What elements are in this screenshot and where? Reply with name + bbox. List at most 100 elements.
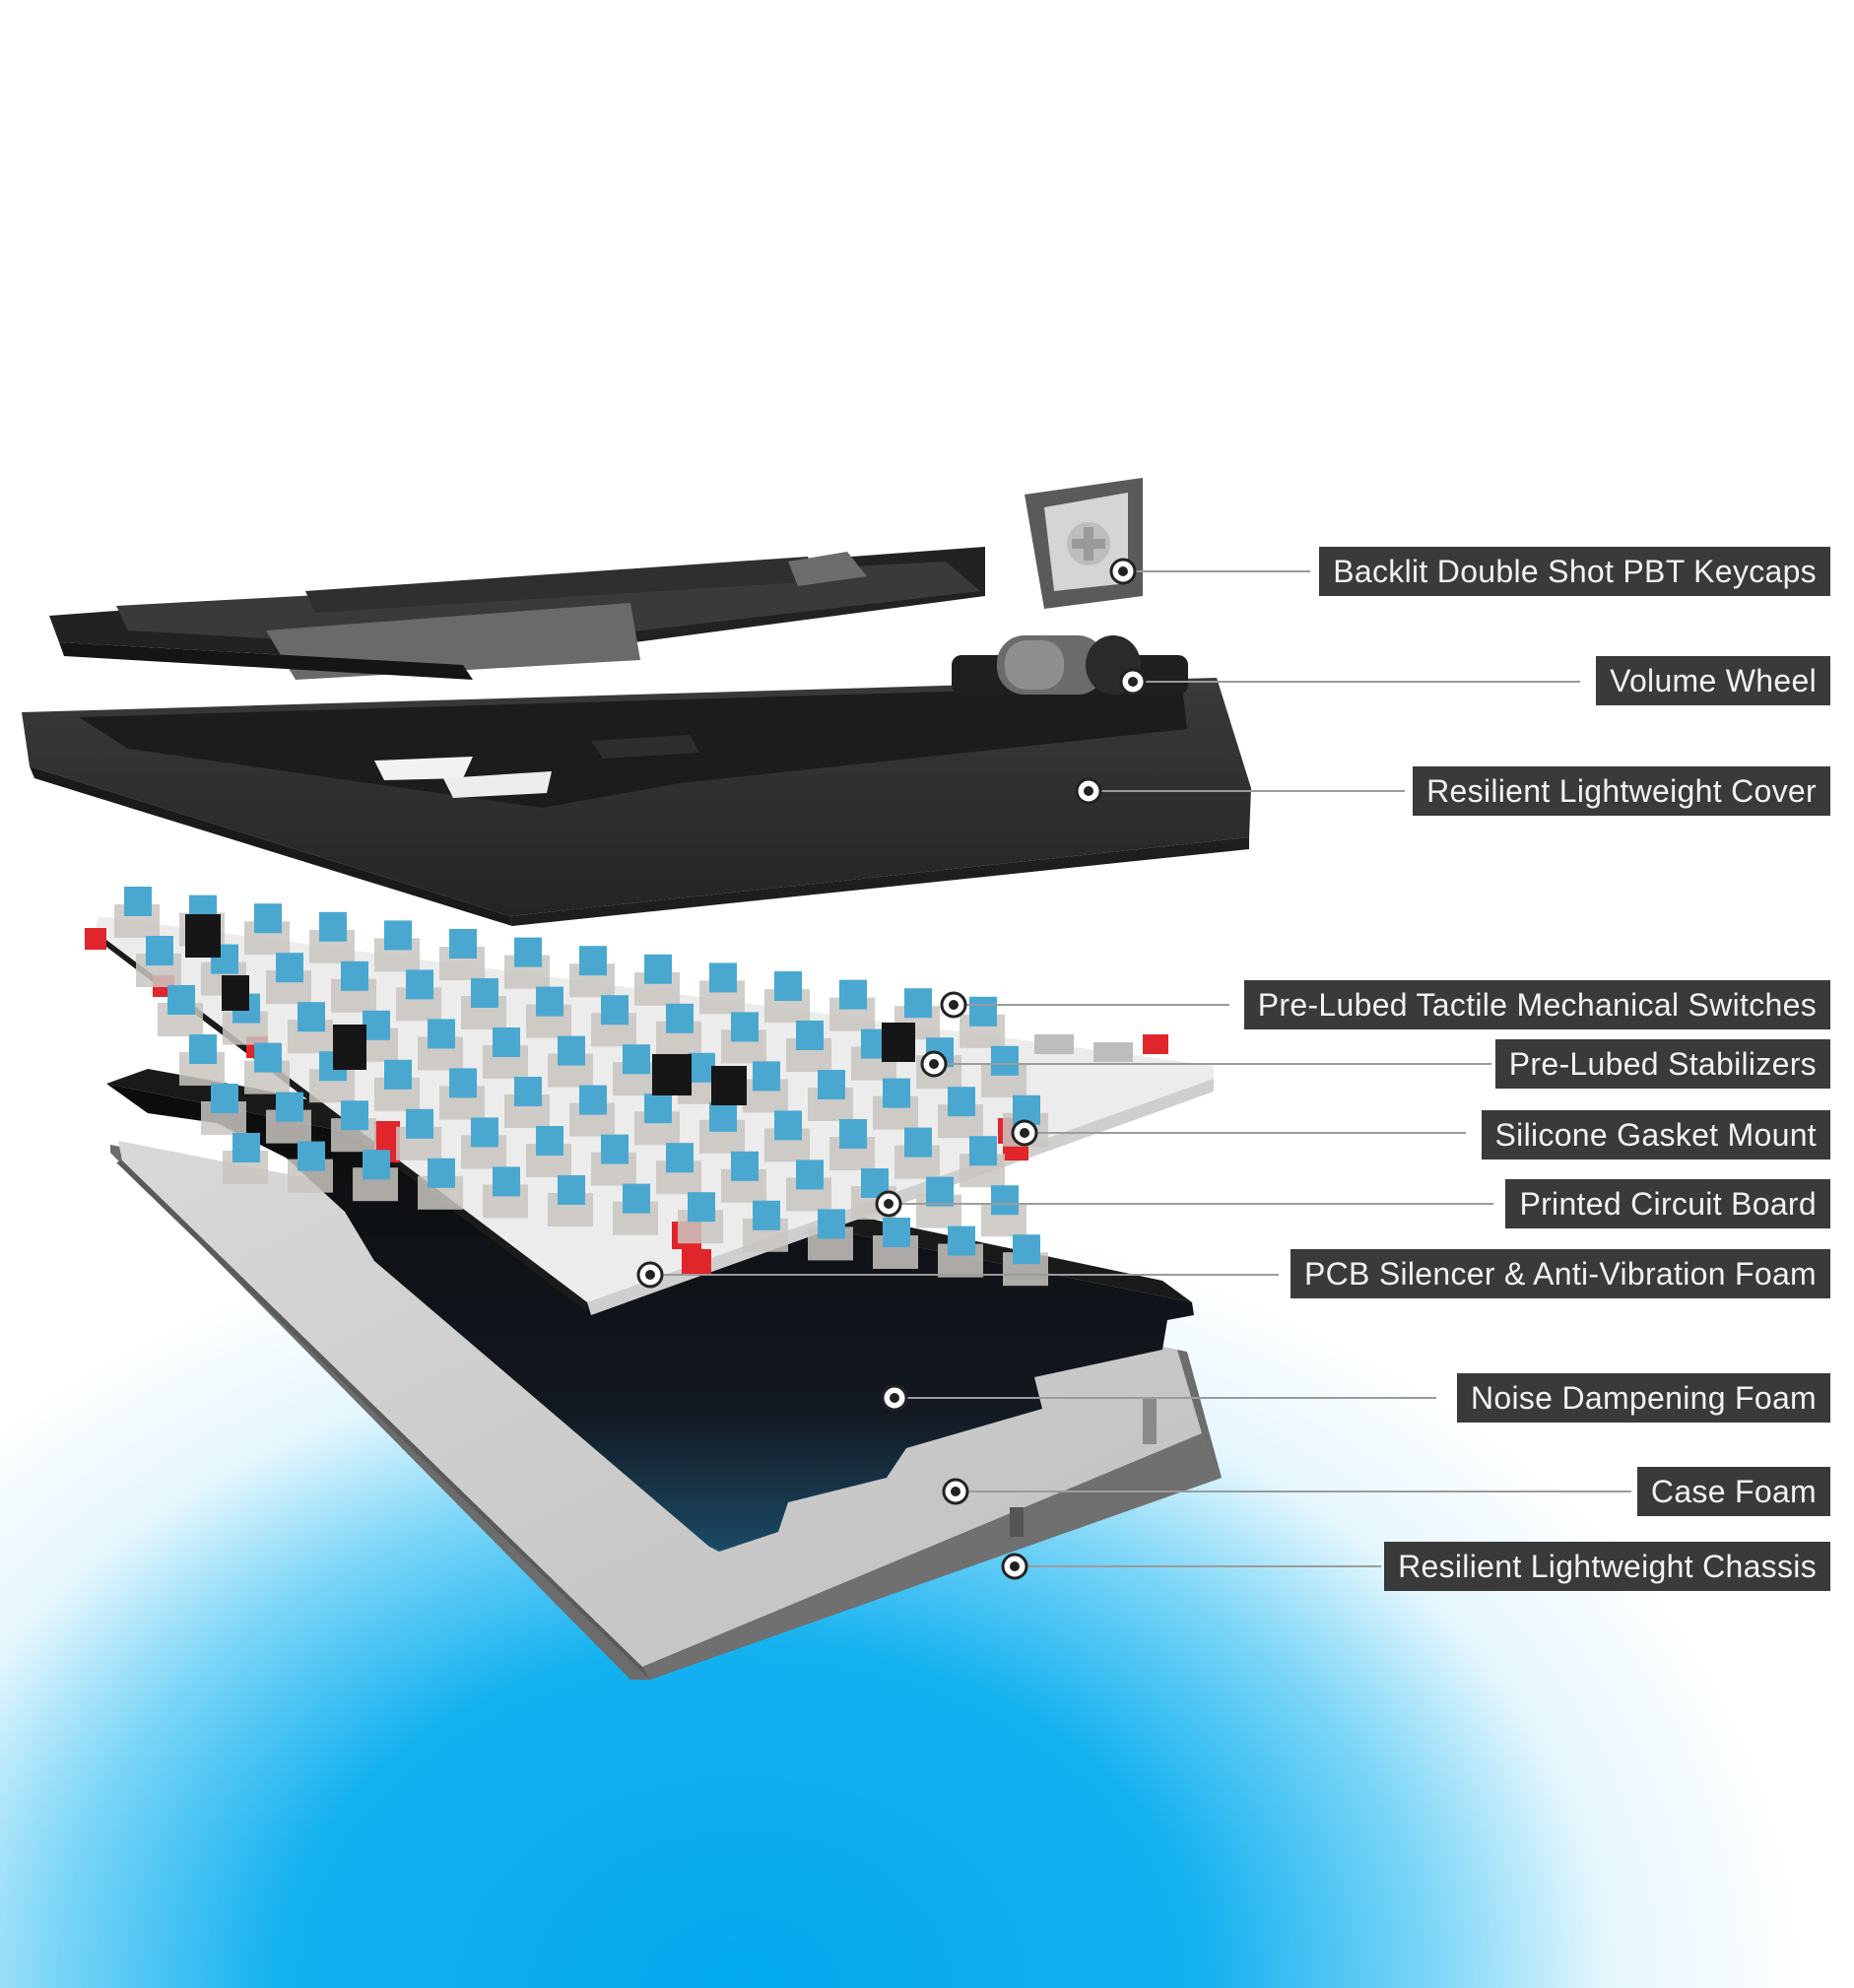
switch-stem bbox=[839, 979, 867, 1010]
switch-stem bbox=[189, 1034, 217, 1064]
callout-leader-lines bbox=[650, 570, 1631, 1567]
label-cover: Resilient Lightweight Cover bbox=[1413, 766, 1830, 816]
switch-stem bbox=[666, 1003, 694, 1033]
switch-stem bbox=[623, 1183, 650, 1214]
switch-stem bbox=[644, 1093, 672, 1124]
switch-stem bbox=[384, 1059, 412, 1090]
switch-stem bbox=[731, 1151, 759, 1181]
switch-stem bbox=[124, 887, 152, 916]
switch-stem bbox=[449, 1068, 477, 1098]
switch-stem bbox=[579, 1085, 607, 1115]
switch-stem bbox=[904, 1127, 932, 1158]
callout-dot-center bbox=[1118, 566, 1128, 576]
switch-stem bbox=[753, 1061, 780, 1092]
switch-stem bbox=[688, 1052, 715, 1083]
label-noise-foam: Noise Dampening Foam bbox=[1456, 1373, 1830, 1423]
switch-stem bbox=[796, 1021, 824, 1050]
switch-stem bbox=[753, 1200, 780, 1230]
switch-stem bbox=[904, 988, 932, 1019]
switch-stem bbox=[493, 1166, 520, 1197]
switch-stem bbox=[709, 962, 737, 993]
switch-stem bbox=[232, 1133, 260, 1162]
switch-stem bbox=[709, 1101, 737, 1132]
switch-stem bbox=[319, 911, 347, 942]
switch-stem bbox=[514, 1077, 542, 1106]
label-pcb: Printed Circuit Board bbox=[1505, 1179, 1830, 1228]
stabilizers bbox=[185, 914, 915, 1105]
callout-dot-center bbox=[1020, 1128, 1029, 1138]
switch-stem bbox=[969, 996, 997, 1027]
switch-stem bbox=[991, 1185, 1019, 1216]
switch-stem bbox=[298, 1141, 325, 1171]
switch-stem bbox=[406, 969, 433, 1000]
switch-stem bbox=[666, 1143, 694, 1173]
switch-stem bbox=[406, 1108, 433, 1139]
callout-dot-center bbox=[929, 1059, 939, 1069]
switch-stem bbox=[991, 1045, 1019, 1076]
switch-stem bbox=[558, 1175, 585, 1205]
switch-stem bbox=[536, 986, 563, 1017]
switch-stem bbox=[363, 1010, 390, 1040]
switch-stem bbox=[601, 1134, 629, 1164]
switch-stem bbox=[449, 929, 477, 959]
switch-stem bbox=[796, 1160, 824, 1190]
switch-stem bbox=[146, 936, 173, 965]
switch-stem bbox=[514, 937, 542, 967]
switch-stem bbox=[601, 995, 629, 1026]
switch-stem bbox=[428, 1019, 455, 1049]
mechanical-switches bbox=[114, 887, 1048, 1287]
switch-stem bbox=[298, 1002, 325, 1032]
switch-stem bbox=[774, 1110, 802, 1141]
volume-wheel-part bbox=[952, 635, 1188, 695]
switch-stem bbox=[644, 954, 672, 984]
switch-stem bbox=[818, 1209, 845, 1239]
switch-stem bbox=[471, 1117, 498, 1148]
switch-stem bbox=[276, 953, 303, 983]
switch-stem bbox=[839, 1119, 867, 1149]
callout-dot-center bbox=[1010, 1561, 1020, 1571]
label-pcb-foam: PCB Silencer & Anti-Vibration Foam bbox=[1290, 1249, 1830, 1298]
switch-stem bbox=[428, 1158, 455, 1188]
switch-stem bbox=[536, 1126, 563, 1156]
label-keycaps: Backlit Double Shot PBT Keycaps bbox=[1319, 547, 1830, 596]
switch-stem bbox=[623, 1044, 650, 1075]
switch-stem bbox=[731, 1012, 759, 1042]
switch-stem bbox=[363, 1150, 390, 1180]
label-chassis: Resilient Lightweight Chassis bbox=[1384, 1542, 1830, 1591]
switch-stem bbox=[276, 1092, 303, 1122]
switch-stem bbox=[558, 1035, 585, 1066]
switch-stem bbox=[926, 1176, 954, 1207]
callout-dot-center bbox=[1084, 786, 1093, 796]
callout-dot-center bbox=[890, 1393, 899, 1403]
switch-stem bbox=[883, 1218, 910, 1247]
switch-stem bbox=[688, 1192, 715, 1223]
label-switches: Pre-Lubed Tactile Mechanical Switches bbox=[1243, 980, 1830, 1029]
switch-stem bbox=[948, 1226, 975, 1256]
callout-dot-center bbox=[1128, 677, 1138, 687]
switch-stem bbox=[211, 1084, 238, 1113]
label-stabilizers: Pre-Lubed Stabilizers bbox=[1494, 1039, 1830, 1089]
switch-stem bbox=[493, 1027, 520, 1057]
switch-stem bbox=[254, 1042, 282, 1073]
label-volume-wheel: Volume Wheel bbox=[1596, 656, 1830, 705]
switch-stem bbox=[384, 920, 412, 951]
switch-stem bbox=[883, 1078, 910, 1108]
switch-stem bbox=[1013, 1234, 1040, 1265]
keycap-set bbox=[49, 547, 985, 680]
switch-stem bbox=[341, 1100, 368, 1131]
switch-stem bbox=[471, 978, 498, 1008]
switch-stem bbox=[774, 971, 802, 1001]
callout-dot-center bbox=[949, 1000, 959, 1010]
top-cover bbox=[22, 678, 1251, 926]
callout-dot-center bbox=[951, 1487, 960, 1496]
callout-dot-center bbox=[884, 1199, 894, 1209]
switch-stem bbox=[341, 961, 368, 991]
switch-stem bbox=[167, 985, 195, 1015]
switch-stem bbox=[579, 946, 607, 976]
callout-markers bbox=[636, 558, 1147, 1580]
switch-stem bbox=[254, 903, 282, 934]
switch-stem bbox=[969, 1136, 997, 1166]
switch-stem bbox=[818, 1070, 845, 1099]
label-case-foam: Case Foam bbox=[1636, 1467, 1830, 1516]
